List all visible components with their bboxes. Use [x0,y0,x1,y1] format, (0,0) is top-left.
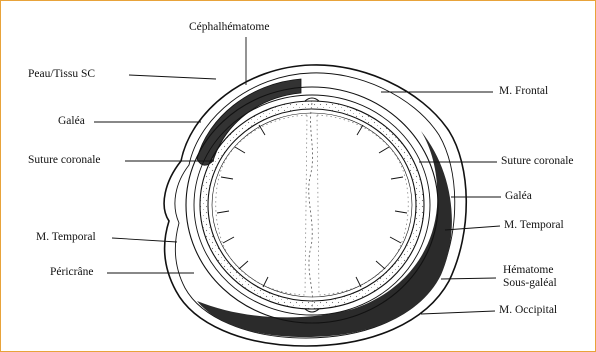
label-suture-coronale-left: Suture coronale [28,154,101,167]
label-cephalhematome: Céphalhématome [189,21,269,34]
skull-inner-table [208,109,416,301]
label-m-temporal-right: M. Temporal [504,219,564,232]
label-sous-galeal: Sous-galéal [503,277,557,290]
label-m-frontal: M. Frontal [499,85,548,98]
label-hematome: Hématome [503,264,553,277]
label-peau-tissu-sc: Peau/Tissu SC [28,68,95,81]
label-suture-coronale-right: Suture coronale [501,155,574,168]
label-m-temporal-left: M. Temporal [36,231,96,244]
label-pericrane: Péricrâne [50,266,93,279]
label-galea-right: Galéa [505,190,532,203]
label-galea-left: Galéa [58,115,85,128]
label-m-occipital: M. Occipital [499,304,557,317]
